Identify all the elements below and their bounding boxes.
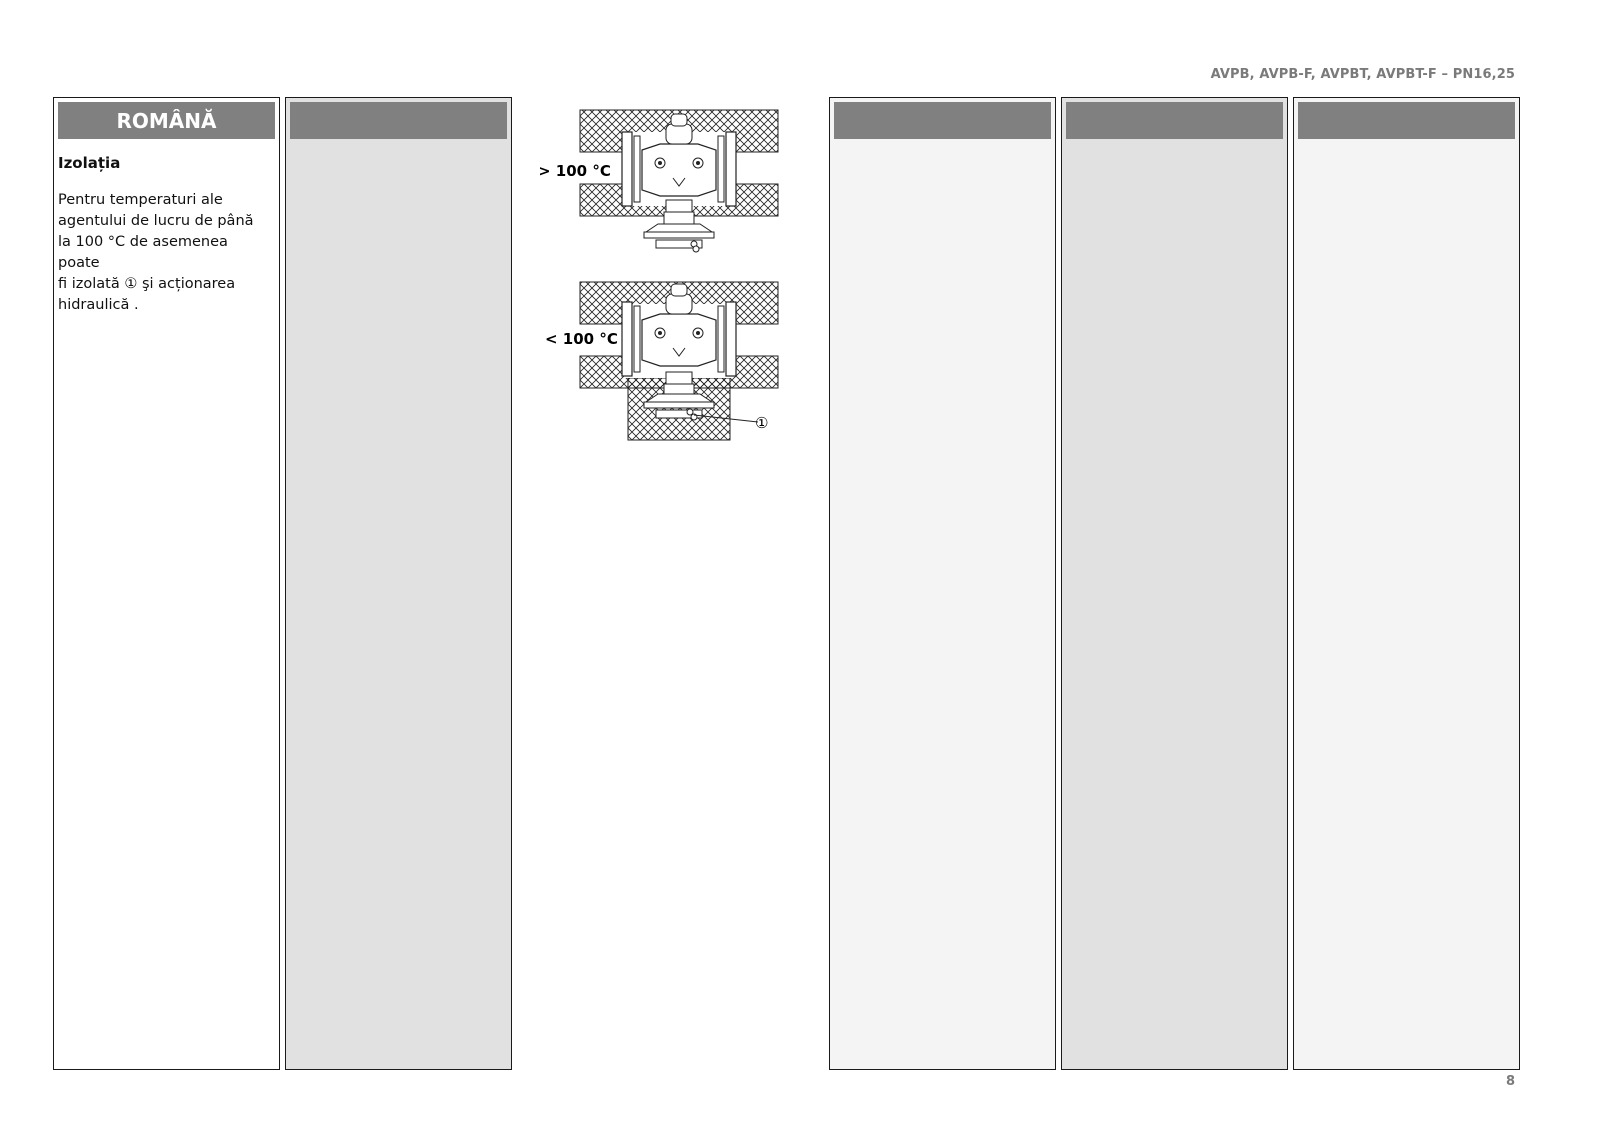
language-column-3	[829, 97, 1056, 1070]
page-number: 8	[1505, 1074, 1515, 1089]
language-column-2	[285, 97, 512, 1070]
callout-marker: ①	[755, 414, 768, 432]
language-header	[1298, 102, 1515, 139]
section-body-text: Pentru temperaturi ale agentului de lucr…	[58, 192, 254, 313]
language-column-5	[1293, 97, 1520, 1070]
language-header	[834, 102, 1051, 139]
language-column-4	[1061, 97, 1288, 1070]
section-heading: Izolația	[58, 154, 121, 172]
valve-diagram-below-100	[579, 281, 779, 441]
language-column-romana: ROMÂNĂ Izolația Pentru temperaturi ale a…	[53, 97, 280, 1070]
valve-diagram-above-100	[579, 109, 779, 253]
label-above-100: > 100 °C	[540, 162, 611, 180]
language-header: ROMÂNĂ	[58, 102, 275, 139]
valve-insulation-illustration: > 100 °C < 100 °C ①	[540, 109, 779, 441]
label-below-100: < 100 °C	[545, 330, 618, 348]
language-header	[290, 102, 507, 139]
language-header	[1066, 102, 1283, 139]
document-header-title: AVPB, AVPB-F, AVPBT, AVPBT-F – PN16,25	[1210, 67, 1515, 82]
